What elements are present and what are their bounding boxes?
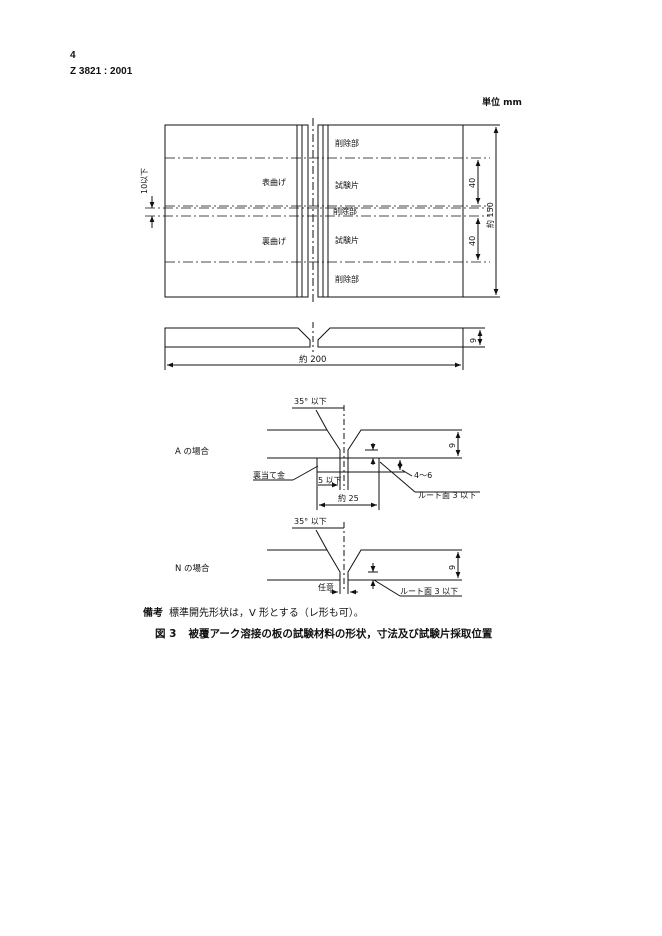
specimen-label-1: 試験片 bbox=[335, 180, 359, 190]
root-bend-label: 裏曲げ bbox=[262, 236, 286, 246]
removed-label-1: 削除部 bbox=[335, 138, 359, 148]
thickness-a: 9 bbox=[448, 443, 457, 448]
note-label: 備考 bbox=[143, 608, 163, 619]
page-number: 4 bbox=[70, 50, 76, 61]
dim-150: 約 150 bbox=[485, 202, 495, 228]
standard-code: Z 3821 : 2001 bbox=[70, 66, 133, 77]
joint-a-detail bbox=[253, 405, 480, 510]
specimen-label-2: 試験片 bbox=[335, 235, 359, 245]
caption-number: 図 3 bbox=[155, 628, 177, 640]
dim-200: 約 200 bbox=[299, 354, 326, 365]
note-text: 標準開先形状は，V 形とする（レ形も可）。 bbox=[169, 608, 364, 619]
joint-n-detail bbox=[267, 522, 462, 597]
caption-text: 被覆アーク溶接の板の試験材料の形状，寸法及び試験片採取位置 bbox=[188, 628, 493, 640]
removed-label-2: 削除部 bbox=[333, 206, 357, 216]
figure-note: 備考標準開先形状は，V 形とする（レ形も可）。 bbox=[143, 604, 364, 619]
plate-cross-section bbox=[164, 322, 485, 370]
dim-40-bottom: 40 bbox=[468, 236, 477, 246]
unit-label: 単位 mm bbox=[482, 98, 522, 108]
angle-n: 35° 以下 bbox=[294, 517, 327, 526]
dim-10-max: 10以下 bbox=[140, 168, 149, 194]
gap-a: 5 以下 bbox=[318, 476, 342, 485]
removed-label-3: 削除部 bbox=[335, 274, 359, 284]
case-n-label: N の場合 bbox=[175, 563, 210, 574]
dim-40-top: 40 bbox=[468, 178, 477, 188]
angle-a: 35° 以下 bbox=[294, 397, 327, 406]
dim-9-section: 9 bbox=[469, 338, 478, 343]
face-bend-label: 表曲げ bbox=[262, 177, 286, 187]
plate-top-view bbox=[145, 118, 500, 304]
root-face-n: ルート面 3 以下 bbox=[400, 587, 458, 596]
backing-thickness: 4〜6 bbox=[414, 471, 432, 480]
root-face-a: ルート面 3 以下 bbox=[418, 491, 476, 500]
case-a-label: A の場合 bbox=[175, 446, 210, 457]
figure-caption: 図 3 被覆アーク溶接の板の試験材料の形状，寸法及び試験片採取位置 bbox=[155, 626, 492, 641]
gap-n: 任意 bbox=[318, 582, 334, 592]
thickness-n: 9 bbox=[448, 565, 457, 570]
backing-label: 裏当て金 bbox=[253, 470, 285, 480]
backing-width: 約 25 bbox=[338, 493, 359, 503]
